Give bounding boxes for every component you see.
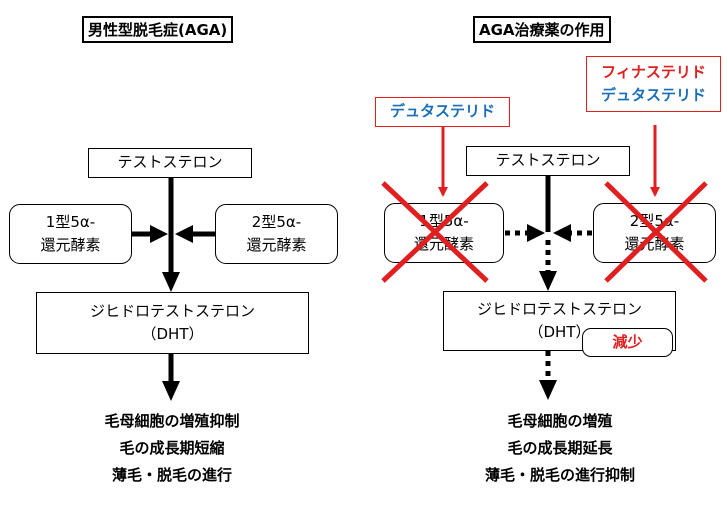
- right-testosterone-label: テストステロン: [495, 151, 601, 170]
- enzyme1-red-cross: [381, 181, 489, 283]
- left-enzyme1-line2: 還元酵素: [40, 236, 101, 254]
- right-enzyme1-arrow-head: [527, 224, 545, 242]
- left-outcome-1: 毛母細胞の増殖抑制: [104, 412, 240, 430]
- enzyme2-red-cross: [604, 181, 708, 283]
- left-enzyme2-line2: 還元酵素: [246, 236, 307, 254]
- decrease-label: 減少: [612, 332, 643, 351]
- right-testosterone-box: テストステロン: [466, 146, 630, 176]
- right-outcome-3: 薄毛・脱毛の進行抑制: [484, 466, 635, 484]
- left-enzyme1-line1: 1型5α-: [45, 212, 96, 231]
- left-outcome-2: 毛の成長期短縮: [119, 439, 225, 457]
- drug-box-finasteride-dutasteride: フィナステリド デュタステリド: [586, 56, 721, 112]
- drug-box-dutasteride: デュタステリド: [375, 97, 510, 127]
- left-enzyme1-box: 1型5α- 還元酵素: [9, 204, 132, 264]
- left-testosterone-box: テストステロン: [88, 148, 252, 178]
- left-dht-line1: ジヒドロテストステロン: [89, 301, 255, 320]
- right-title: AGA治療薬の作用: [473, 16, 611, 43]
- left-dht-line2: （DHT）: [141, 325, 204, 343]
- drug-dutasteride-label: デュタステリド: [389, 102, 495, 121]
- decrease-badge: 減少: [582, 328, 673, 357]
- right-outcome-2: 毛の成長期延長: [507, 439, 613, 457]
- right-dht-line1: ジヒドロテストステロン: [476, 299, 642, 318]
- drug-dutasteride-label-2: デュタステリド: [600, 86, 706, 104]
- left-main-arrow-head: [162, 272, 180, 292]
- right-outcome-arrow-head: [539, 380, 557, 400]
- right-enzyme2-arrow-head: [553, 224, 571, 242]
- left-outcome-arrow-head: [162, 381, 180, 401]
- left-enzyme1-arrow-head: [150, 225, 168, 243]
- left-enzyme2-line1: 2型5α-: [251, 212, 302, 231]
- left-testosterone-label: テストステロン: [117, 153, 223, 172]
- right-dht-line2: （DHT）: [528, 323, 591, 341]
- right-outcome-1: 毛母細胞の増殖: [507, 412, 613, 430]
- left-enzyme2-box: 2型5α- 還元酵素: [215, 204, 338, 264]
- left-outcome-3: 薄毛・脱毛の進行: [111, 466, 232, 484]
- left-outcomes: 毛母細胞の増殖抑制 毛の成長期短縮 薄毛・脱毛の進行: [72, 408, 272, 489]
- right-main-arrow-head: [539, 271, 557, 291]
- right-outcomes: 毛母細胞の増殖 毛の成長期延長 薄毛・脱毛の進行抑制: [455, 408, 665, 489]
- left-enzyme2-arrow-head: [175, 225, 193, 243]
- left-dht-box: ジヒドロテストステロン （DHT）: [36, 292, 309, 354]
- drug-finasteride-label: フィナステリド: [601, 62, 706, 81]
- left-title: 男性型脱毛症(AGA): [82, 16, 234, 43]
